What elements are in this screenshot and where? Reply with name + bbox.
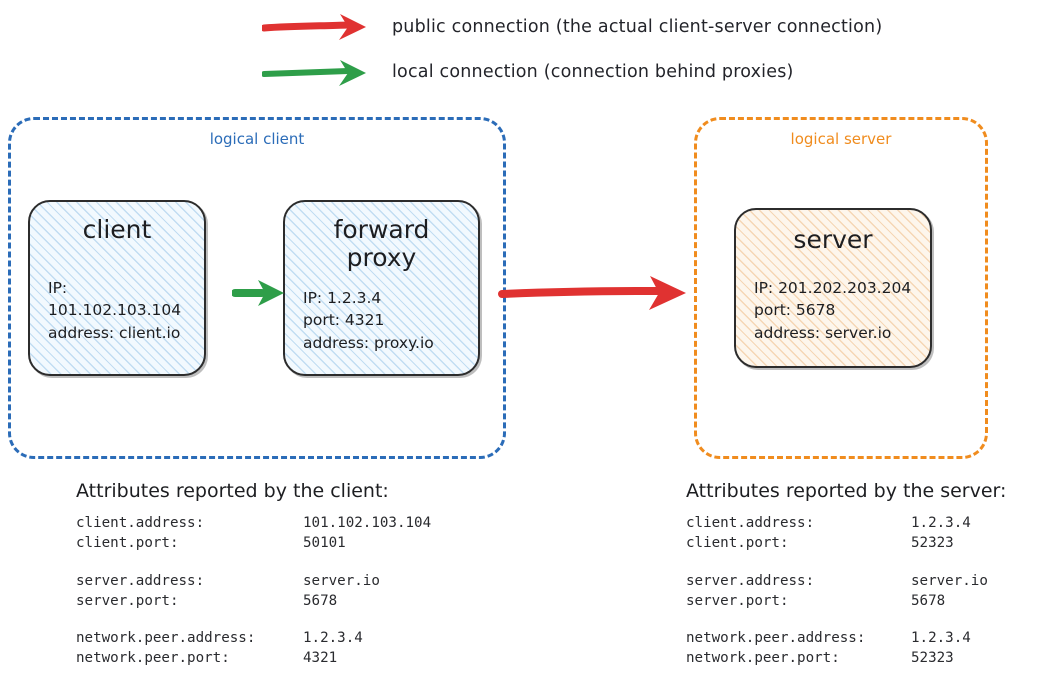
legend-row-public: public connection (the actual client-ser… [262,12,882,42]
attr-value: 101.102.103.104 [303,515,432,531]
table-spacer-row [76,554,431,571]
table-row: server.port: 5678 [76,591,431,611]
spacer-cell [686,554,911,571]
arrow-proxy-to-server-icon [498,276,686,310]
attr-value: server.io [303,572,380,589]
attr-value: 5678 [911,592,946,609]
node-server: server IP: 201.202.203.204 port: 5678 ad… [734,208,932,368]
table-row: server.address: server.io [76,571,431,591]
attributes-server-heading: Attributes reported by the server: [686,480,1007,502]
table-row: client.port: 52323 [686,533,988,553]
attributes-client-table: client.address: 101.102.103.104 client.p… [76,513,431,669]
logical-server-label: logical server [790,130,892,148]
spacer-cell [911,554,988,571]
attributes-client-heading: Attributes reported by the client: [76,480,389,502]
spacer-cell [303,611,431,628]
spacer-cell [303,554,431,571]
attr-key: client.address: [76,515,205,531]
node-forward-proxy-title: forward proxy [333,215,430,272]
table-row: server.address: server.io [686,571,988,591]
table-spacer-row [686,611,988,628]
spacer-cell [686,611,911,628]
legend-label-local: local connection (connection behind prox… [392,62,794,82]
attributes-client-tbody: client.address: 101.102.103.104 client.p… [76,513,431,669]
spacer-cell [76,611,303,628]
attr-value: 1.2.3.4 [911,515,971,531]
node-server-details: IP: 201.202.203.204 port: 5678 address: … [754,279,912,342]
attr-value: 52323 [911,535,954,552]
attr-value: 4321 [303,650,338,667]
attr-key: server.port: [76,592,179,609]
table-row: client.address: 101.102.103.104 [76,513,431,533]
attr-key: client.address: [686,515,815,531]
attr-value: 1.2.3.4 [911,630,971,647]
table-spacer-row [76,611,431,628]
attributes-panel-server: Attributes reported by the server: clien… [686,480,1006,669]
attr-key: network.peer.port: [686,650,840,667]
table-row: network.peer.address: 1.2.3.4 [76,628,431,648]
node-client-details: IP: 101.102.103.104 address: client.io [48,279,182,342]
attr-value: 1.2.3.4 [303,630,363,647]
attr-value: 5678 [303,592,338,609]
attr-key: network.peer.address: [686,630,866,647]
attr-key: server.port: [686,592,789,609]
attributes-panel-client: Attributes reported by the client: clien… [76,480,431,669]
attr-key: server.address: [686,572,815,589]
table-row: client.address: 1.2.3.4 [686,513,988,533]
table-row: network.peer.port: 52323 [686,648,988,668]
attr-key: client.port: [76,535,179,552]
table-row: network.peer.port: 4321 [76,648,431,668]
table-row: server.port: 5678 [686,591,988,611]
node-forward-proxy: forward proxy IP: 1.2.3.4 port: 4321 add… [283,200,480,376]
arrow-client-to-proxy-icon [232,280,284,306]
legend-row-local: local connection (connection behind prox… [262,57,794,87]
green-arrow-icon [262,60,366,86]
attr-value: 50101 [303,535,346,552]
table-row: client.port: 50101 [76,533,431,553]
logical-server-container: logical server [694,117,988,459]
attributes-server-table: client.address: 1.2.3.4 client.port: 523… [686,513,988,669]
logical-client-container: logical client [8,117,506,459]
node-forward-proxy-details: IP: 1.2.3.4 port: 4321 address: proxy.io [303,289,434,352]
attributes-server-tbody: client.address: 1.2.3.4 client.port: 523… [686,513,988,669]
table-row: network.peer.address: 1.2.3.4 [686,628,988,648]
attr-key: client.port: [686,535,789,552]
legend-label-public: public connection (the actual client-ser… [392,17,883,37]
node-server-title: server [793,225,873,254]
attr-value: server.io [911,572,988,589]
attr-key: network.peer.address: [76,630,256,647]
logical-client-label: logical client [209,130,305,148]
spacer-cell [76,554,303,571]
spacer-cell [911,611,988,628]
attr-value: 52323 [911,650,954,667]
node-client-title: client [82,215,152,244]
node-client: client IP: 101.102.103.104 address: clie… [28,200,206,376]
red-arrow-icon [262,14,366,40]
attr-key: network.peer.port: [76,650,230,667]
attr-key: server.address: [76,572,205,589]
table-spacer-row [686,554,988,571]
